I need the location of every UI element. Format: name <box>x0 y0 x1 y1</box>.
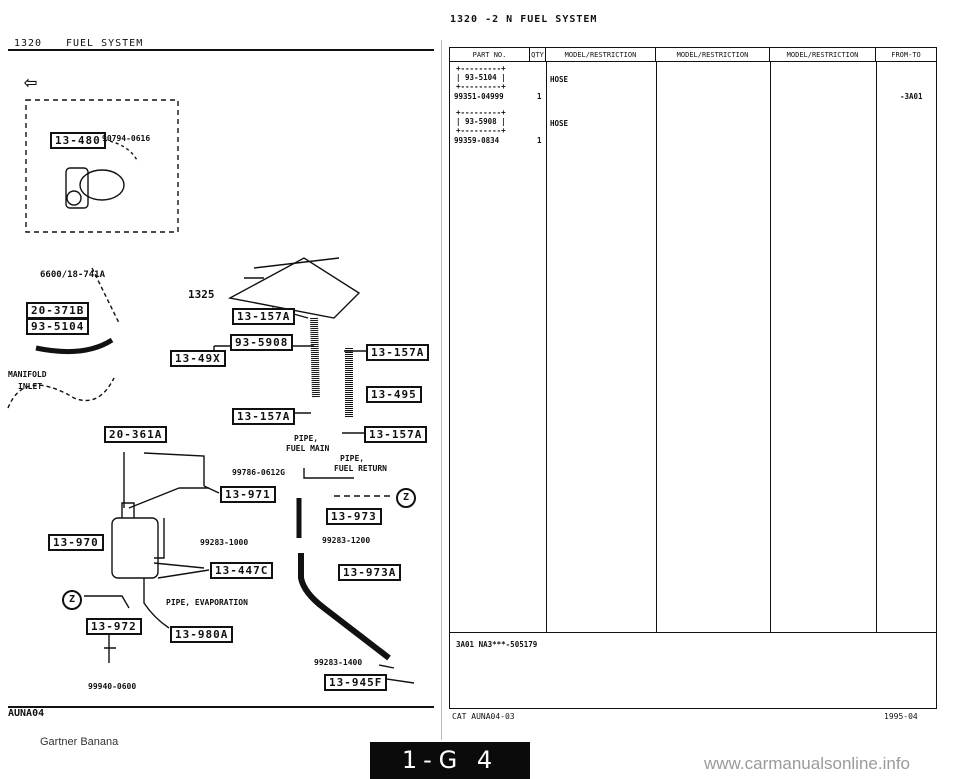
circle-z-icon: Z <box>62 590 82 610</box>
part-box-13-157a-3[interactable]: 13-157A <box>232 408 296 425</box>
ref-box-top: +---------+ <box>456 64 506 73</box>
diagram-panel: ⇦ 13-480 90794-0616 6600/18-741A 1325 20… <box>4 48 434 708</box>
header-model-restriction-2: MODEL/RESTRICTION <box>656 48 770 62</box>
label-pipe-main-2: FUEL MAIN <box>286 444 330 453</box>
header-from-to: FROM-TO <box>876 48 936 62</box>
row-ref: | 93-5908 | <box>456 117 506 126</box>
part-box-93-5104[interactable]: 93-5104 <box>26 318 90 335</box>
col-divider <box>770 62 771 632</box>
table-footnote: 3A01 NA3***-505179 <box>456 640 538 649</box>
part-box-13-980a[interactable]: 13-980A <box>170 626 234 643</box>
diagram-code: AUNA04 <box>8 708 45 719</box>
col-divider <box>656 62 657 632</box>
part-box-13-972[interactable]: 13-972 <box>86 618 142 635</box>
col-divider <box>876 62 877 632</box>
part-no-99940-0600: 99940-0600 <box>88 682 137 691</box>
ref-box-bottom: +---------+ <box>456 126 506 135</box>
watermark: www.carmanualsonline.info <box>704 754 910 773</box>
parts-table: PART NO. QTY MODEL/RESTRICTION MODEL/RES… <box>449 47 937 709</box>
ref-box-bottom: +---------+ <box>456 82 506 91</box>
part-box-20-371b[interactable]: 20-371B <box>26 302 90 319</box>
part-box-13-945f[interactable]: 13-945F <box>324 674 388 691</box>
section-name: FUEL SYSTEM <box>66 38 144 49</box>
page-banner: 1-G 4 <box>370 742 530 779</box>
ref-6600: 6600/18-741A <box>40 270 106 280</box>
ref-box-top: +---------+ <box>456 108 506 117</box>
label-pipe-return-1: PIPE, <box>340 454 365 463</box>
part-no-99283-1200: 99283-1200 <box>322 536 371 545</box>
part-box-93-5908[interactable]: 93-5908 <box>230 334 294 351</box>
ref-1325: 1325 <box>188 288 215 301</box>
row-part-no: 99359-0834 <box>454 136 500 145</box>
part-no-99786: 99786-0612G <box>232 468 285 477</box>
part-box-13-157a-1[interactable]: 13-157A <box>232 308 296 325</box>
row-qty: 1 <box>537 92 542 101</box>
label-manifold: MANIFOLD <box>8 370 47 379</box>
catalog-code: CAT AUNA04-03 <box>452 712 515 721</box>
part-no-99283-1400: 99283-1400 <box>314 658 363 667</box>
part-box-13-157a-2[interactable]: 13-157A <box>366 344 430 361</box>
arrow-icon: ⇦ <box>24 70 38 95</box>
part-no-90794-0616: 90794-0616 <box>102 134 151 143</box>
part-box-13-970[interactable]: 13-970 <box>48 534 104 551</box>
header-qty: QTY <box>530 48 546 62</box>
catalog-date: 1995-04 <box>884 712 918 721</box>
part-box-20-361a[interactable]: 20-361A <box>104 426 168 443</box>
circle-z-icon: Z <box>396 488 416 508</box>
row-ref: | 93-5104 | <box>456 73 506 82</box>
part-box-13-480[interactable]: 13-480 <box>50 132 106 149</box>
part-box-13-447c[interactable]: 13-447C <box>210 562 274 579</box>
header-rule <box>8 49 434 51</box>
part-box-13-157a-4[interactable]: 13-157A <box>364 426 428 443</box>
label-inlet: INLET <box>18 382 43 391</box>
part-box-13-495[interactable]: 13-495 <box>366 386 422 403</box>
vertical-divider <box>441 40 442 740</box>
row-from-to: -3A01 <box>900 92 923 101</box>
header-model-restriction-1: MODEL/RESTRICTION <box>546 48 656 62</box>
part-box-13-971[interactable]: 13-971 <box>220 486 276 503</box>
part-box-13-973a[interactable]: 13-973A <box>338 564 402 581</box>
page-banner-text: 1-G 4 <box>401 746 499 774</box>
row-qty: 1 <box>537 136 542 145</box>
label-pipe-return-2: FUEL RETURN <box>334 464 387 473</box>
bottom-rule <box>8 706 434 708</box>
header-part-no: PART NO. <box>450 48 530 62</box>
part-box-13-49x[interactable]: 13-49X <box>170 350 226 367</box>
label-pipe-main-1: PIPE, <box>294 434 319 443</box>
section-code: 1320 <box>14 38 43 49</box>
part-box-13-973[interactable]: 13-973 <box>326 508 382 525</box>
top-title: 1320 -2 N FUEL SYSTEM <box>450 14 598 25</box>
row-desc: HOSE <box>550 75 569 84</box>
footer-credit: Gartner Banana <box>40 736 119 748</box>
label-pipe-evaporation: PIPE, EVAPORATION <box>166 598 248 607</box>
table-divider <box>450 632 936 633</box>
part-no-99283-1000: 99283-1000 <box>200 538 249 547</box>
col-divider <box>546 62 547 632</box>
row-part-no: 99351-04999 <box>454 92 504 101</box>
header-model-restriction-3: MODEL/RESTRICTION <box>770 48 876 62</box>
row-desc: HOSE <box>550 119 569 128</box>
